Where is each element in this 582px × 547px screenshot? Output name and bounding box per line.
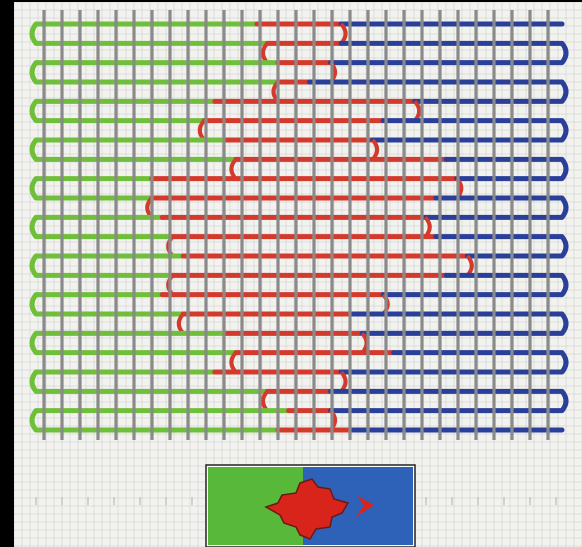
woven-preview-swatch <box>206 465 415 547</box>
graph-paper <box>14 2 582 547</box>
